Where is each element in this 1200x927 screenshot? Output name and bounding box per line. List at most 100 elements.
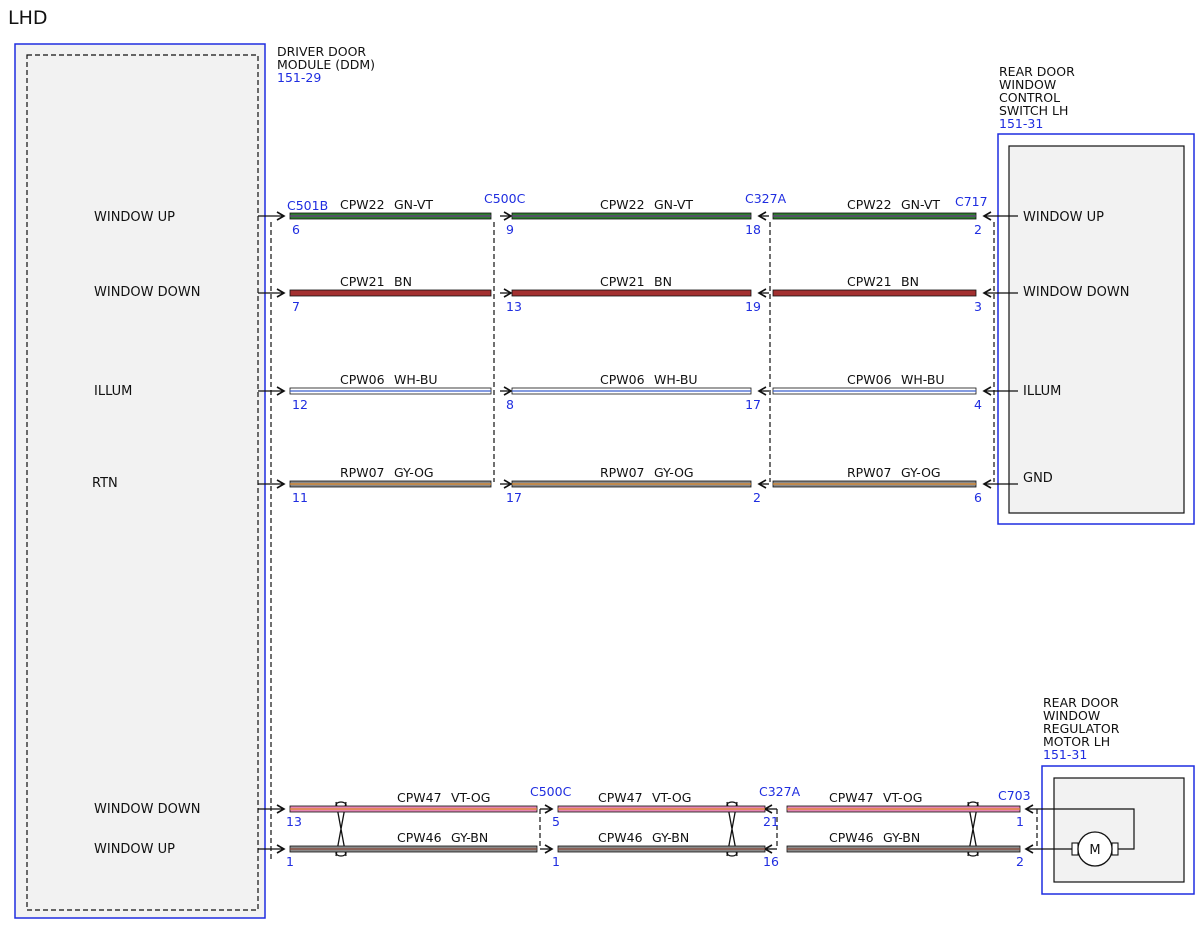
- connector-label: C501B: [287, 198, 328, 213]
- wire-color-label: VT-OG: [883, 790, 922, 805]
- switch-name-line2: WINDOW: [999, 77, 1056, 92]
- ddm-signal-illum: ILLUM: [94, 384, 132, 399]
- pin-number-label: 12: [292, 397, 308, 412]
- ddm-signal-window-down: WINDOW DOWN: [94, 285, 200, 300]
- motor-body: [1053, 777, 1185, 883]
- wire-color-label: GY-OG: [654, 465, 694, 480]
- pin-number-label: 5: [552, 814, 560, 829]
- ddm-signal-rtn: RTN: [92, 476, 118, 491]
- pin-number-label: 2: [1016, 854, 1024, 869]
- circuit-number-label: CPW06: [600, 372, 645, 387]
- circuit-number-label: CPW47: [829, 790, 874, 805]
- connector-label: C327A: [759, 784, 801, 799]
- switch-signal-window-up: WINDOW UP: [1023, 210, 1104, 225]
- circuit-number-label: CPW22: [847, 197, 892, 212]
- connector-label: C500C: [530, 784, 572, 799]
- wire-color-label: WH-BU: [901, 372, 945, 387]
- wire-color-label: GY-OG: [394, 465, 434, 480]
- circuit-number-label: CPW06: [340, 372, 385, 387]
- wire-cpw21: [289, 289, 492, 297]
- wire-color-label: GY-BN: [883, 830, 920, 845]
- pin-number-label: 17: [745, 397, 761, 412]
- pin-number-label: 13: [506, 299, 522, 314]
- wire-color-label: GY-BN: [451, 830, 488, 845]
- circuit-number-label: CPW21: [847, 274, 892, 289]
- pin-number-label: 11: [292, 490, 308, 505]
- switch-body: [1008, 145, 1185, 514]
- ddm-inner-dashed-border: [26, 54, 259, 911]
- wire-color-label: VT-OG: [652, 790, 691, 805]
- pin-number-label: 18: [745, 222, 761, 237]
- pin-number-label: 2: [974, 222, 982, 237]
- wire-color-label: BN: [654, 274, 672, 289]
- wire-color-label: GN-VT: [394, 197, 433, 212]
- connector-label: C327A: [745, 191, 787, 206]
- circuit-number-label: CPW21: [600, 274, 645, 289]
- motor-name-line3: REGULATOR: [1043, 721, 1120, 736]
- motor-symbol: M: [1089, 843, 1100, 858]
- switch-name-line1: REAR DOOR: [999, 64, 1075, 79]
- circuit-number-label: CPW46: [397, 830, 442, 845]
- circuit-number-label: RPW07: [847, 465, 892, 480]
- pin-number-label: 1: [286, 854, 294, 869]
- motor-icon: [1077, 831, 1113, 867]
- ddm-ref: 151-29: [277, 70, 321, 85]
- ddm-outer-border: [14, 43, 266, 919]
- pin-number-label: 6: [292, 222, 300, 237]
- wire-color-label: GY-BN: [652, 830, 689, 845]
- switch-signal-illum: ILLUM: [1023, 384, 1061, 399]
- wire-color-label: BN: [901, 274, 919, 289]
- connector-label: C703: [998, 788, 1031, 803]
- wire-color-label: WH-BU: [394, 372, 438, 387]
- pin-number-label: 6: [974, 490, 982, 505]
- pin-number-label: 3: [974, 299, 982, 314]
- switch-signal-window-down: WINDOW DOWN: [1023, 285, 1129, 300]
- circuit-number-label: CPW06: [847, 372, 892, 387]
- motor-ref: 151-31: [1043, 747, 1087, 762]
- wire-color-label: GN-VT: [901, 197, 940, 212]
- wire-color-label: BN: [394, 274, 412, 289]
- wire-cpw21: [772, 289, 977, 297]
- circuit-number-label: CPW22: [600, 197, 645, 212]
- pin-number-label: 19: [745, 299, 761, 314]
- pin-number-label: 16: [763, 854, 779, 869]
- ddm-name-line1: DRIVER DOOR: [277, 44, 366, 59]
- motor-brush-right: [1111, 842, 1119, 856]
- switch-ref: 151-31: [999, 116, 1043, 131]
- wire-cpw21: [511, 289, 752, 297]
- motor-brush-left: [1071, 842, 1079, 856]
- circuit-number-label: CPW21: [340, 274, 385, 289]
- ddm-module: DRIVER DOOR MODULE (DDM) 151-29 WINDOW U…: [14, 43, 375, 919]
- circuit-number-label: CPW46: [829, 830, 874, 845]
- pin-number-label: 7: [292, 299, 300, 314]
- switch-name-line4: SWITCH LH: [999, 103, 1068, 118]
- circuit-number-label: RPW07: [340, 465, 385, 480]
- circuit-number-label: RPW07: [600, 465, 645, 480]
- connector-label: C500C: [484, 191, 526, 206]
- connector-label: C717: [955, 194, 988, 209]
- ddm-signal-window-up: WINDOW UP: [94, 210, 175, 225]
- motor-internal-wire-pin1: [1040, 808, 1135, 850]
- switch-name-line3: CONTROL: [999, 90, 1060, 105]
- window-control-switch: REAR DOOR WINDOW CONTROL SWITCH LH 151-3…: [997, 64, 1195, 525]
- motor-name-line1: REAR DOOR: [1043, 695, 1119, 710]
- wire-color-label: WH-BU: [654, 372, 698, 387]
- diagram-title: LHD: [8, 7, 48, 29]
- circuit-number-label: CPW46: [598, 830, 643, 845]
- switch-signal-gnd: GND: [1023, 471, 1053, 486]
- wire-color-label: VT-OG: [451, 790, 490, 805]
- ddm-name-line2: MODULE (DDM): [277, 57, 375, 72]
- pin-number-label: 13: [286, 814, 302, 829]
- ddm-signal-motor-window-up: WINDOW UP: [94, 842, 175, 857]
- pin-number-label: 9: [506, 222, 514, 237]
- circuit-number-label: CPW22: [340, 197, 385, 212]
- pin-number-label: 4: [974, 397, 982, 412]
- ddm-signal-motor-window-down: WINDOW DOWN: [94, 802, 200, 817]
- motor-name-line2: WINDOW: [1043, 708, 1100, 723]
- pin-number-label: 21: [763, 814, 779, 829]
- pin-number-label: 8: [506, 397, 514, 412]
- window-regulator-motor: REAR DOOR WINDOW REGULATOR MOTOR LH 151-…: [1040, 695, 1195, 895]
- pin-number-label: 1: [1016, 814, 1024, 829]
